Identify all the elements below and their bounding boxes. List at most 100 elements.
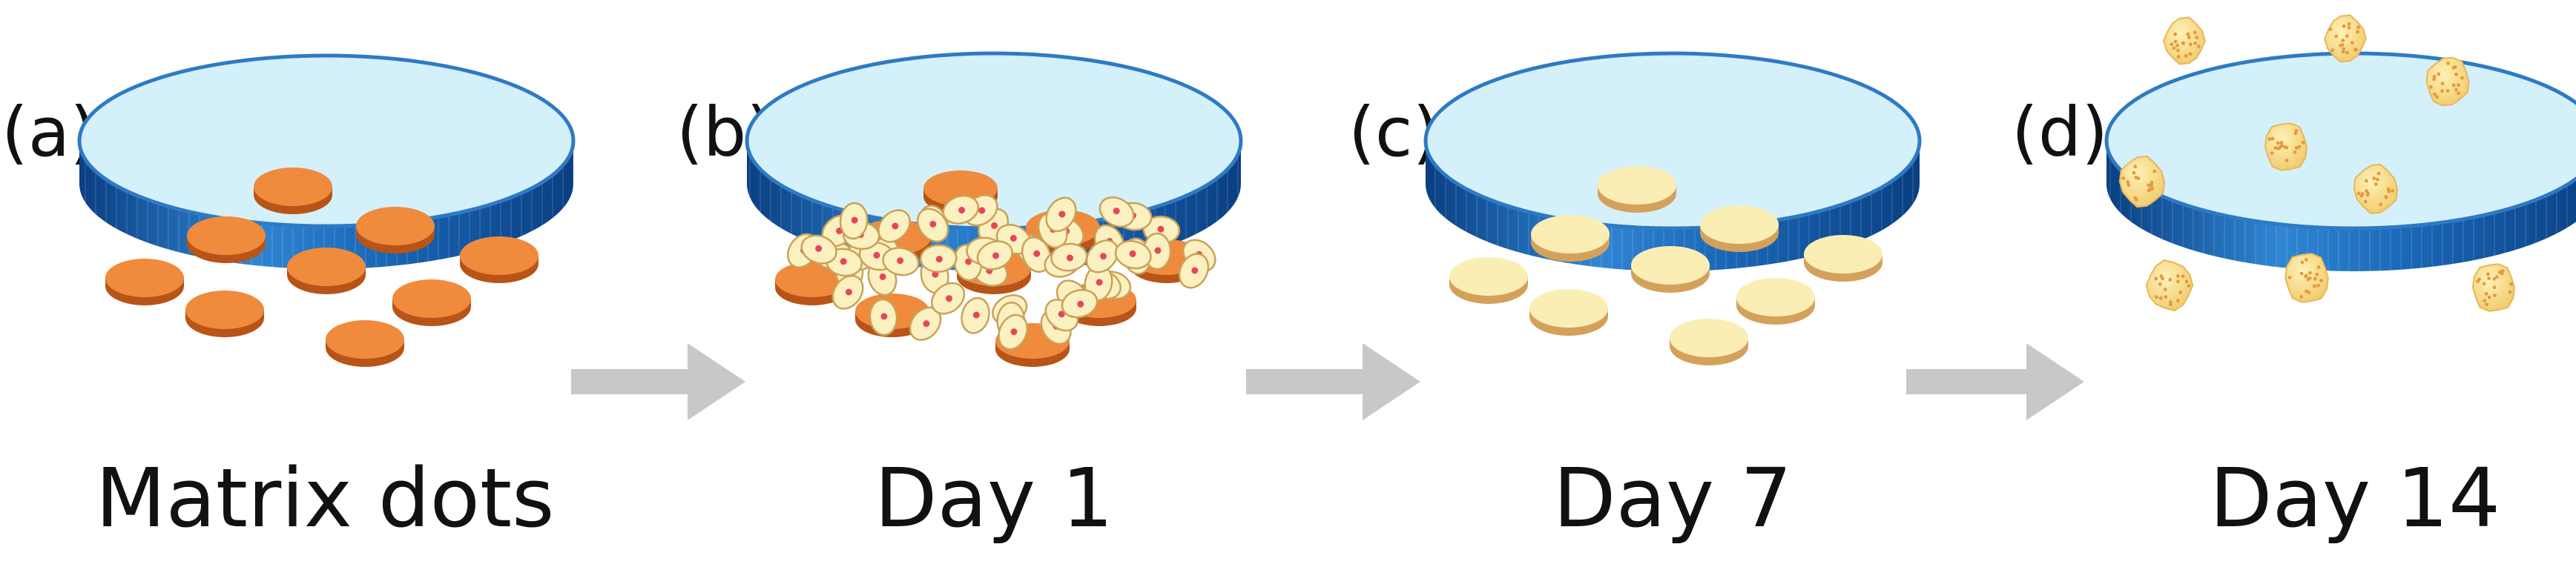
spheroid-speck bbox=[2440, 89, 2445, 93]
cell bbox=[1114, 239, 1152, 270]
spheroid-speck bbox=[2432, 74, 2437, 79]
spheroid-speck bbox=[2168, 278, 2173, 282]
matrix-dot bbox=[105, 259, 184, 305]
cell-nucleus bbox=[897, 257, 904, 265]
cell-nucleus bbox=[1058, 311, 1065, 318]
disc-top bbox=[185, 291, 264, 329]
spheroid-speck bbox=[2299, 271, 2304, 276]
spheroid-speck bbox=[2147, 183, 2151, 188]
spheroid-speck bbox=[2328, 27, 2333, 31]
spheroid-speck bbox=[2163, 288, 2167, 291]
spheroid bbox=[2145, 259, 2194, 312]
disc-top bbox=[1529, 289, 1608, 328]
spheroid-speck bbox=[2508, 290, 2512, 294]
spheroid-speck bbox=[2307, 276, 2312, 280]
matrix-dot bbox=[287, 248, 366, 294]
spheroid-speck bbox=[2313, 276, 2317, 281]
cell bbox=[1021, 236, 1052, 273]
spheroid-speck bbox=[2485, 302, 2489, 307]
cell-nucleus bbox=[1058, 210, 1066, 218]
cell bbox=[1085, 239, 1119, 273]
cell-nucleus bbox=[1077, 300, 1084, 308]
spheroid-speck bbox=[2435, 95, 2439, 99]
cell-nucleus bbox=[851, 216, 858, 224]
spheroid-speck bbox=[2330, 48, 2335, 53]
spheroid-speck bbox=[2178, 291, 2183, 294]
right-arrow bbox=[1906, 343, 2084, 420]
covered-dot bbox=[1449, 257, 1528, 304]
cell-nucleus bbox=[1129, 250, 1136, 257]
matrix-dot bbox=[185, 291, 264, 337]
cell bbox=[877, 209, 911, 243]
spheroid-speck bbox=[2176, 48, 2180, 53]
cell-nucleus bbox=[992, 252, 1000, 259]
spheroid-speck bbox=[2150, 183, 2153, 188]
disc-top bbox=[1449, 257, 1528, 296]
spheroid-speck bbox=[2384, 195, 2388, 199]
spheroid-speck bbox=[2341, 39, 2345, 43]
spheroid-speck bbox=[2195, 36, 2199, 40]
spheroid-speck bbox=[2347, 26, 2351, 30]
cell-nucleus bbox=[946, 295, 953, 302]
spheroid-speck bbox=[2440, 82, 2445, 86]
spheroid-speck bbox=[2158, 282, 2162, 286]
spheroid bbox=[2353, 164, 2399, 214]
spheroid-speck bbox=[2487, 295, 2491, 299]
panel-label-d: (d) bbox=[2012, 93, 2108, 172]
cell-nucleus bbox=[873, 251, 880, 259]
spheroid-speck bbox=[2173, 32, 2178, 36]
spheroid-speck bbox=[2451, 83, 2456, 87]
cell bbox=[869, 298, 898, 336]
spheroid-speck bbox=[2184, 54, 2188, 58]
spheroid-speck bbox=[2487, 276, 2491, 280]
spheroid-speck bbox=[2126, 180, 2130, 184]
covered-dot bbox=[1700, 205, 1779, 252]
spheroid-speck bbox=[2429, 85, 2433, 89]
matrix-dot bbox=[392, 279, 471, 326]
right-arrow bbox=[1246, 343, 1420, 420]
spheroid-speck bbox=[2176, 274, 2180, 278]
spheroid-speck bbox=[2170, 42, 2174, 47]
cell-nucleus bbox=[1191, 267, 1199, 274]
spheroid-speck bbox=[2347, 22, 2351, 26]
spheroid-speck bbox=[2319, 279, 2323, 282]
spheroid-speck bbox=[2305, 258, 2308, 262]
cell bbox=[800, 234, 837, 265]
spheroid-speck bbox=[2188, 52, 2193, 56]
dish-top bbox=[77, 53, 576, 228]
spheroid-speck bbox=[2492, 285, 2497, 290]
spheroid-speck bbox=[2152, 169, 2157, 173]
cell-nucleus bbox=[965, 258, 972, 265]
disc-top bbox=[1804, 235, 1882, 273]
disc-top bbox=[1700, 205, 1779, 244]
spheroid-speck bbox=[2457, 91, 2461, 96]
cell-nucleus bbox=[840, 258, 847, 265]
disc-top bbox=[1670, 319, 1748, 357]
covered-dot bbox=[1736, 278, 1815, 325]
spheroid-speck bbox=[2432, 77, 2437, 82]
spheroid-speck bbox=[2304, 273, 2308, 278]
cell-nucleus bbox=[929, 220, 937, 228]
spheroid-speck bbox=[2273, 146, 2278, 150]
spheroid-body bbox=[2163, 16, 2206, 65]
cell-nucleus bbox=[1009, 234, 1017, 242]
cell bbox=[942, 194, 980, 225]
disc-top bbox=[356, 207, 435, 245]
spheroid-speck bbox=[2482, 282, 2486, 286]
spheroid-speck bbox=[2184, 279, 2189, 284]
spheroid-speck bbox=[2169, 300, 2173, 304]
cell bbox=[1098, 196, 1135, 228]
cell-nucleus bbox=[1066, 254, 1073, 262]
matrix-dot bbox=[326, 320, 404, 367]
cell-nucleus bbox=[1154, 247, 1162, 254]
cell-nucleus bbox=[1113, 208, 1120, 215]
spheroid-speck bbox=[2293, 131, 2298, 136]
spheroid-speck bbox=[2186, 32, 2190, 36]
spheroid-speck bbox=[2500, 271, 2504, 276]
disc-top bbox=[392, 279, 471, 318]
spheroid-speck bbox=[2299, 295, 2304, 299]
spheroid-speck bbox=[2287, 275, 2292, 279]
disc-top bbox=[1631, 246, 1710, 285]
spheroid-speck bbox=[2134, 175, 2138, 179]
